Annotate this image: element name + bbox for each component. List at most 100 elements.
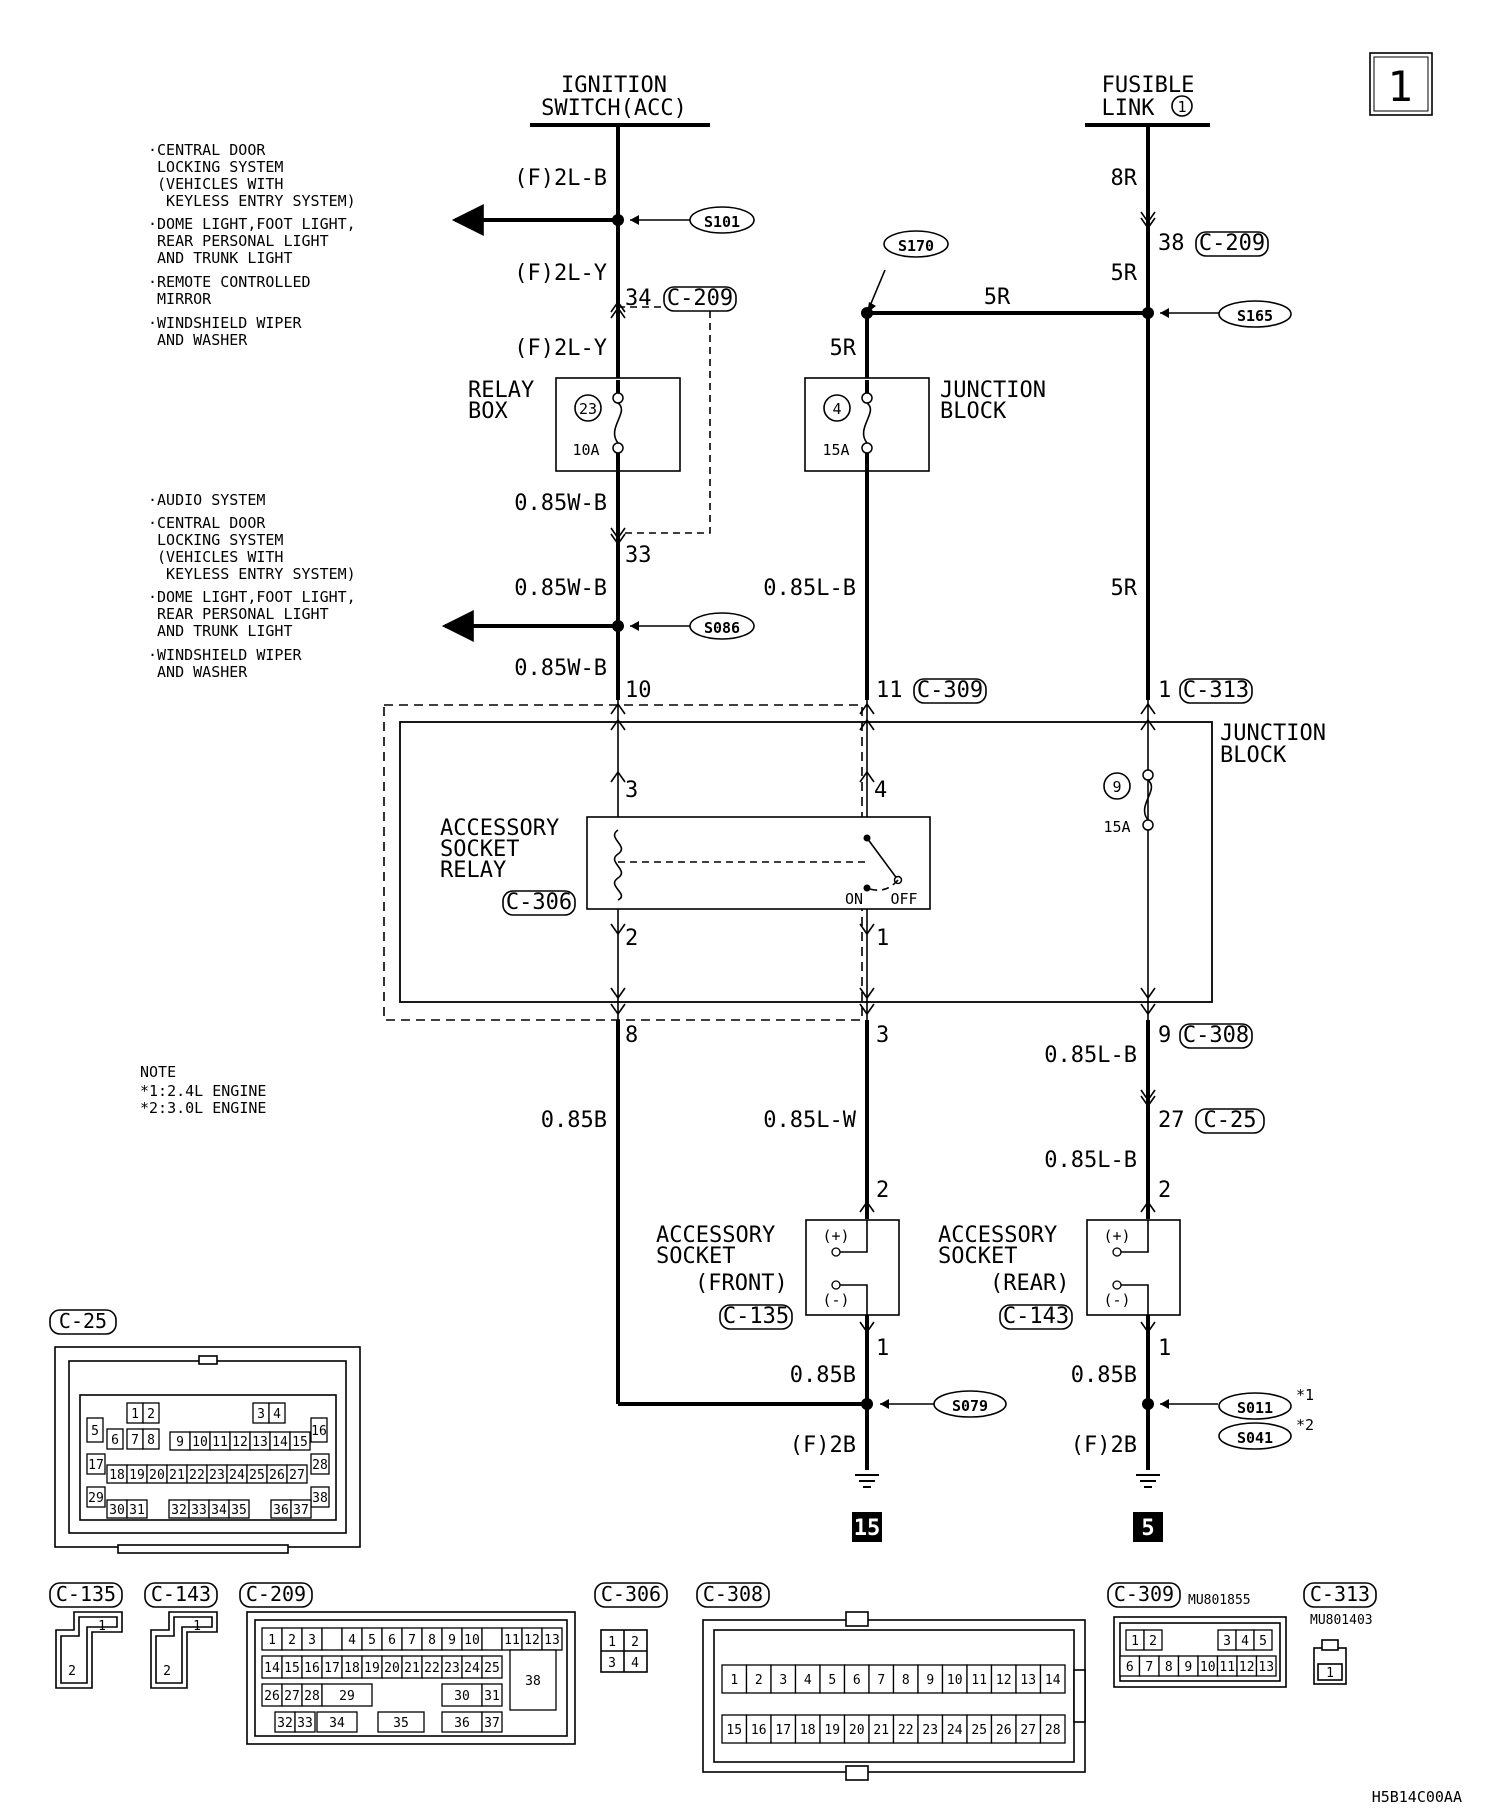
- pin-1b: 1: [876, 926, 889, 951]
- svg-text:27: 27: [284, 1689, 300, 1704]
- svg-text:C-308: C-308: [703, 1582, 763, 1606]
- svg-text:2: 2: [288, 1633, 296, 1648]
- pin-1: 1: [1158, 678, 1171, 703]
- svg-text:27: 27: [289, 1468, 305, 1483]
- page-number-box: [1369, 52, 1433, 116]
- svg-text:10A: 10A: [572, 441, 599, 459]
- ground-symbol-5: 5: [1133, 1474, 1163, 1542]
- svg-text:14: 14: [272, 1435, 288, 1450]
- svg-text:25: 25: [484, 1661, 500, 1676]
- wire-085b-b: 0.85B: [790, 1363, 856, 1388]
- svg-text:36: 36: [454, 1716, 470, 1731]
- svg-text:BOX: BOX: [468, 399, 508, 424]
- pin-27: 27: [1158, 1108, 1185, 1133]
- fusible-link-label: FUSIBLE: [1102, 73, 1195, 98]
- pin-1c: 1: [876, 1336, 889, 1361]
- svg-text:26: 26: [264, 1689, 280, 1704]
- note-1: *1:2.4L ENGINE: [140, 1082, 266, 1100]
- svg-text:26: 26: [996, 1723, 1012, 1738]
- svg-text:5: 5: [828, 1673, 836, 1688]
- svg-text:3: 3: [308, 1633, 316, 1648]
- pin-2b: 2: [876, 1178, 889, 1203]
- svg-text:16: 16: [311, 1424, 327, 1439]
- pin-3b: 3: [876, 1023, 889, 1048]
- svg-text:(REAR): (REAR): [990, 1271, 1069, 1296]
- svg-text:6: 6: [111, 1433, 119, 1448]
- connector-view-c143: C-143 1 2: [144, 1582, 218, 1689]
- pin-2: 2: [625, 926, 638, 951]
- wire-085b-c: 0.85B: [1071, 1363, 1137, 1388]
- wire-f2ly-b: (F)2L-Y: [514, 336, 607, 361]
- svg-text:18: 18: [800, 1723, 816, 1738]
- svg-text:MU801403: MU801403: [1310, 1613, 1373, 1628]
- svg-text:C-209: C-209: [246, 1582, 306, 1606]
- junction-block-top-label: JUNCTION: [940, 378, 1046, 403]
- svg-text:8: 8: [428, 1633, 436, 1648]
- svg-text:13: 13: [1020, 1673, 1036, 1688]
- svg-text:7: 7: [877, 1673, 885, 1688]
- svg-text:15: 15: [726, 1723, 742, 1738]
- svg-text:9: 9: [448, 1633, 456, 1648]
- svg-text:S101: S101: [704, 213, 740, 231]
- conn-c306-tag: C-306: [506, 890, 572, 915]
- wire-5r-c: 5R: [1111, 261, 1138, 286]
- svg-text:23: 23: [922, 1723, 938, 1738]
- svg-text:BLOCK: BLOCK: [1220, 743, 1287, 768]
- svg-text:2: 2: [755, 1673, 763, 1688]
- svg-text:7: 7: [408, 1633, 416, 1648]
- svg-text:12: 12: [996, 1673, 1012, 1688]
- wire-5r-a: 5R: [984, 285, 1011, 310]
- svg-text:5: 5: [91, 1424, 99, 1439]
- svg-text:REAR PERSONAL LIGHT: REAR PERSONAL LIGHT: [148, 232, 329, 250]
- svg-text:19: 19: [824, 1723, 840, 1738]
- svg-text:29: 29: [339, 1689, 355, 1704]
- svg-text:2: 2: [1149, 1634, 1157, 1649]
- svg-text:(+): (+): [1103, 1227, 1130, 1245]
- destinations-top: ·CENTRAL DOOR LOCKING SYSTEM (VEHICLES W…: [148, 141, 356, 349]
- svg-text:18: 18: [109, 1468, 125, 1483]
- svg-text:34: 34: [211, 1503, 227, 1518]
- svg-text:15A: 15A: [822, 441, 849, 459]
- svg-text:S165: S165: [1237, 307, 1273, 325]
- ground-symbol-15: 15: [852, 1474, 882, 1542]
- wire-085b-a: 0.85B: [541, 1108, 607, 1133]
- svg-text:5: 5: [1259, 1634, 1267, 1649]
- svg-text:·CENTRAL DOOR: ·CENTRAL DOOR: [148, 514, 266, 532]
- svg-text:8: 8: [902, 1673, 910, 1688]
- svg-text:36: 36: [273, 1503, 289, 1518]
- svg-text:2: 2: [631, 1635, 639, 1650]
- svg-text:32: 32: [171, 1503, 187, 1518]
- svg-text:5: 5: [1141, 1516, 1154, 1541]
- svg-text:21: 21: [169, 1468, 185, 1483]
- svg-text:1: 1: [730, 1673, 738, 1688]
- svg-text:7: 7: [1145, 1660, 1153, 1675]
- page-number: 1: [1387, 62, 1412, 111]
- accessory-socket-rear: [1086, 1219, 1181, 1316]
- svg-text:C-309: C-309: [1114, 1582, 1174, 1606]
- svg-text:31: 31: [129, 1503, 145, 1518]
- svg-text:20: 20: [384, 1661, 400, 1676]
- wire-085wb-a: 0.85W-B: [514, 491, 607, 516]
- svg-text:10: 10: [1200, 1660, 1216, 1675]
- junction-block: [399, 721, 1213, 1003]
- svg-text:37: 37: [293, 1503, 309, 1518]
- svg-text:38: 38: [525, 1674, 541, 1689]
- svg-text:(-): (-): [822, 1291, 849, 1309]
- svg-text:19: 19: [129, 1468, 145, 1483]
- wire-085lw: 0.85L-W: [763, 1108, 856, 1133]
- svg-text:20: 20: [149, 1468, 165, 1483]
- svg-text:10: 10: [192, 1435, 208, 1450]
- svg-text:11: 11: [971, 1673, 987, 1688]
- accessory-socket-front: [805, 1219, 900, 1316]
- svg-text:AND WASHER: AND WASHER: [148, 331, 248, 349]
- svg-text:15A: 15A: [1103, 818, 1130, 836]
- svg-text:KEYLESS ENTRY SYSTEM): KEYLESS ENTRY SYSTEM): [148, 565, 356, 583]
- conn-c308-tag: C-308: [1183, 1023, 1249, 1048]
- svg-text:·REMOTE CONTROLLED: ·REMOTE CONTROLLED: [148, 273, 311, 291]
- svg-text:2: 2: [68, 1664, 76, 1679]
- conn-c209-tag-2: C-209: [1199, 231, 1265, 256]
- svg-text:C-25: C-25: [59, 1309, 107, 1333]
- svg-text:13: 13: [1258, 1660, 1274, 1675]
